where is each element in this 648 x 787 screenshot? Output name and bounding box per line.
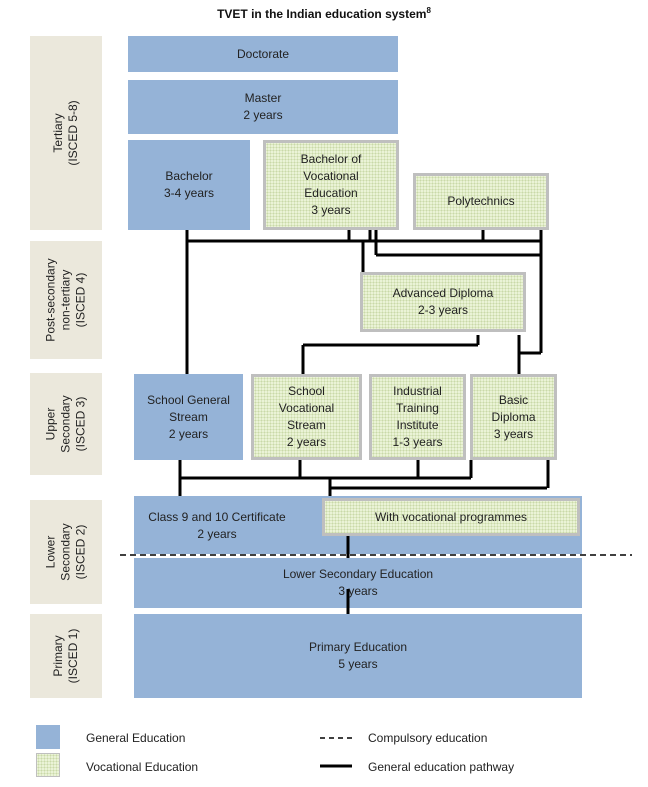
primary-education-box: Primary Education 5 years (134, 614, 582, 698)
school-vocational-stream-box: School Vocational Stream 2 years (251, 374, 362, 460)
level-upper-secondary: Upper Secondary (ISCED 3) (30, 373, 102, 475)
legend-vocational-label: Vocational Education (86, 760, 199, 774)
basic-diploma-box: Basic Diploma 3 years (470, 374, 557, 460)
diagram-title: TVET in the Indian education system8 (217, 6, 431, 21)
level-primary: Primary (ISCED 1) (30, 614, 102, 698)
level-tertiary: Tertiary (ISCED 5-8) (30, 36, 102, 230)
bachelor-vocational-box: Bachelor of Vocational Education 3 years (263, 140, 399, 230)
advanced-diploma-box: Advanced Diploma 2-3 years (360, 272, 526, 332)
school-general-stream-box: School General Stream 2 years (134, 374, 243, 460)
level-lower-secondary: Lower Secondary (ISCED 2) (30, 500, 102, 604)
level-post-secondary: Post-secondary non-tertiary (ISCED 4) (30, 241, 102, 359)
legend-general-label: General Education (86, 731, 186, 745)
lower-secondary-education-box: Lower Secondary Education 3 years (134, 558, 582, 608)
bachelor-box: Bachelor 3-4 years (128, 140, 250, 230)
doctorate-box: Doctorate (128, 36, 398, 72)
with-vocational-programmes-box: With vocational programmes (322, 498, 580, 536)
legend-compulsory-label: Compulsory education (368, 731, 488, 745)
legend-pathway-label: General education pathway (368, 760, 515, 774)
master-box: Master 2 years (128, 80, 398, 134)
legend-general-swatch (36, 725, 60, 749)
industrial-training-institute-box: Industrial Training Institute 1-3 years (369, 374, 466, 460)
class-9-10-certificate-label: Class 9 and 10 Certificate 2 years (148, 510, 286, 541)
legend-vocational-swatch (36, 753, 60, 777)
polytechnics-box: Polytechnics (413, 173, 549, 230)
